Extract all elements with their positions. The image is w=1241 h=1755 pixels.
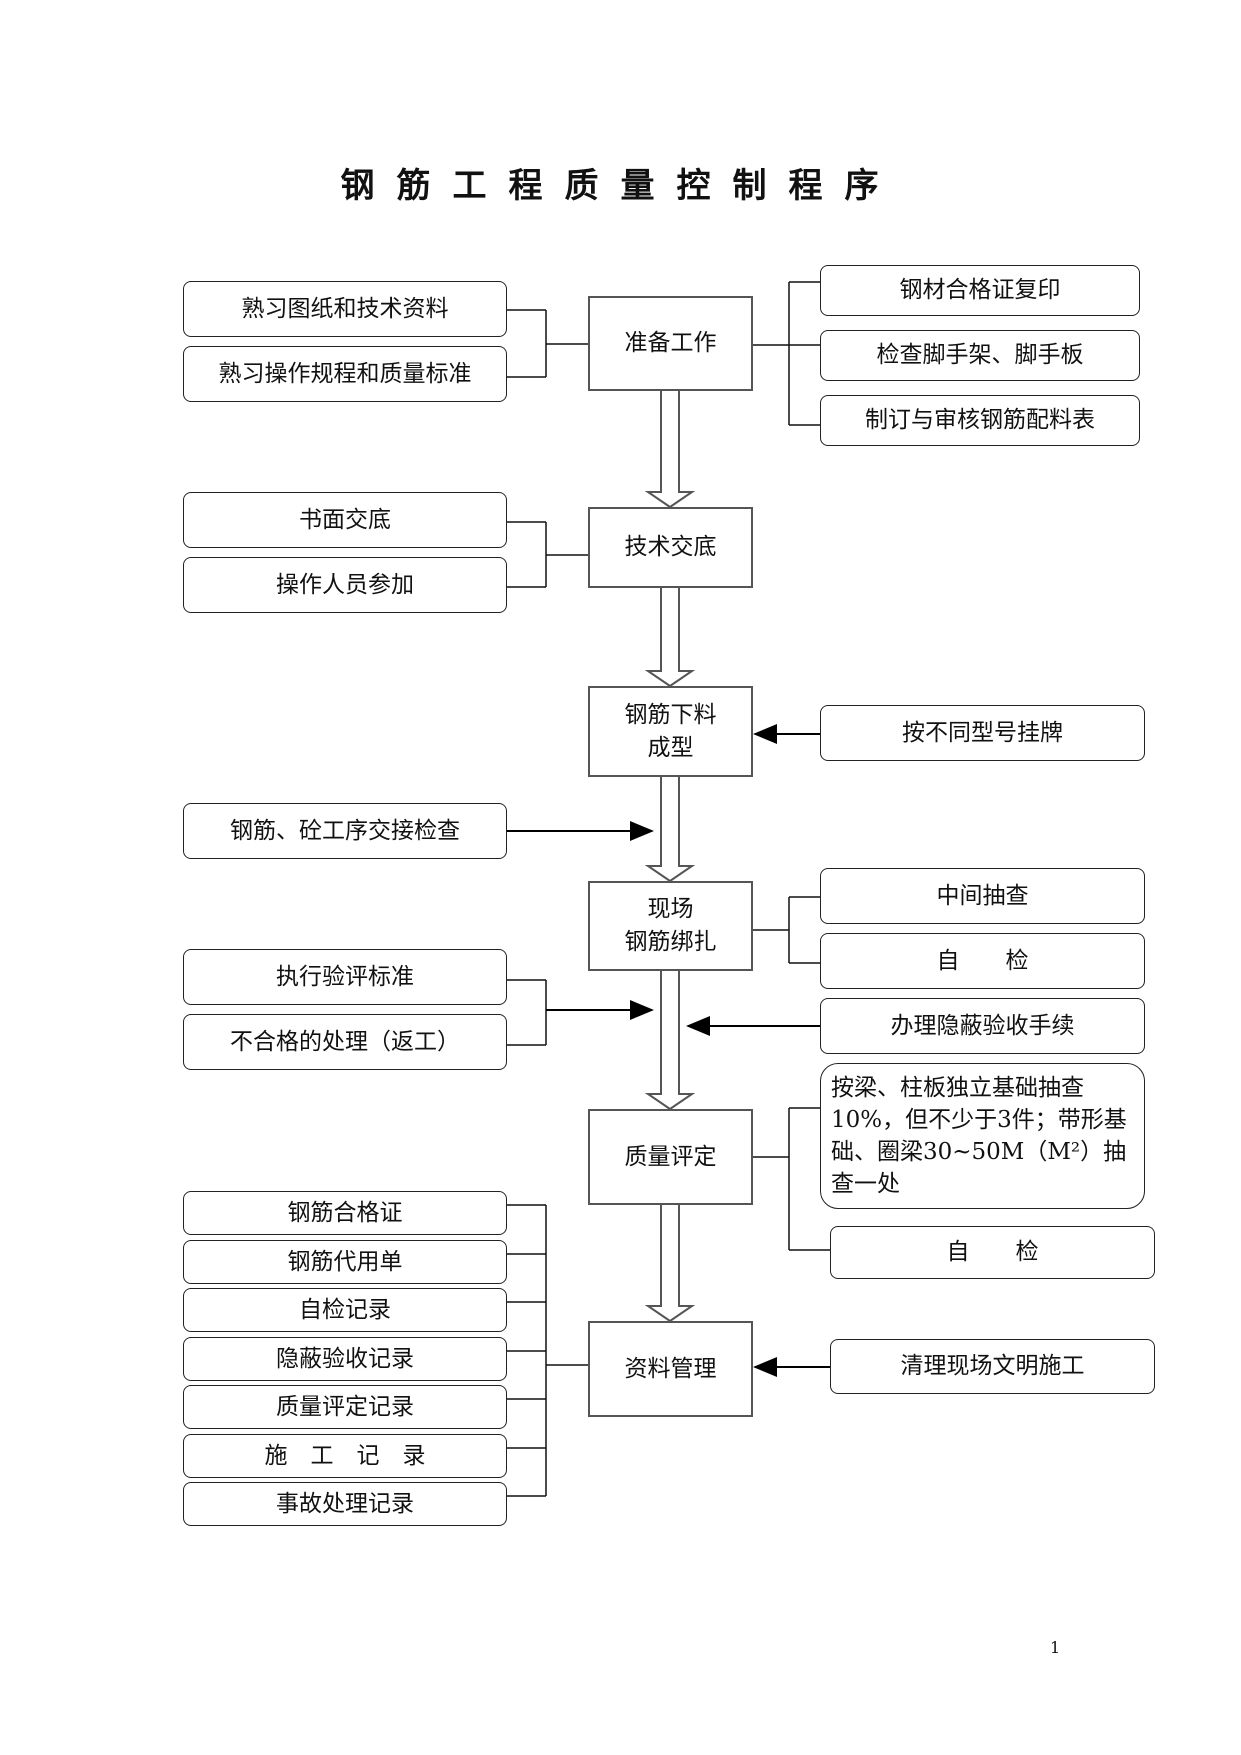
item-label: 中间抽查	[936, 882, 1029, 909]
handover-check-item: 钢筋、砼工序交接检查	[183, 803, 507, 859]
item-label: 隐蔽验收记录	[276, 1345, 414, 1372]
item-label: 事故处理记录	[276, 1490, 414, 1517]
binding-left-item: 不合格的处理（返工）	[183, 1014, 507, 1070]
item-label: 不合格的处理（返工）	[230, 1028, 460, 1055]
item-label: 按不同型号挂牌	[902, 719, 1063, 746]
prep-right-item: 制订与审核钢筋配料表	[820, 395, 1140, 446]
disclosure-left-item: 操作人员参加	[183, 557, 507, 613]
step-label: 准备工作	[624, 330, 717, 356]
step-label: 钢筋下料 成型	[624, 701, 717, 761]
step-preparation: 准备工作	[588, 296, 753, 391]
item-label: 操作人员参加	[276, 571, 414, 598]
step-label: 资料管理	[624, 1355, 717, 1382]
site-cleanup-item: 清理现场文明施工	[830, 1339, 1155, 1394]
evaluation-self-check: 自 检	[830, 1226, 1155, 1279]
item-label: 钢材合格证复印	[899, 277, 1061, 303]
item-label: 质量评定记录	[276, 1393, 414, 1420]
record-item: 隐蔽验收记录	[183, 1337, 507, 1381]
binding-right-item: 自 检	[820, 933, 1145, 989]
item-label: 自 检	[946, 1239, 1039, 1265]
step-cutting-forming: 钢筋下料 成型	[588, 686, 753, 777]
step-label: 技术交底	[624, 534, 717, 560]
item-label: 熟习图纸和技术资料	[241, 295, 449, 322]
prep-left-item: 熟习图纸和技术资料	[183, 281, 507, 337]
binding-left-item: 执行验评标准	[183, 949, 507, 1005]
item-label: 检查脚手架、脚手板	[876, 342, 1084, 368]
item-label: 书面交底	[299, 506, 391, 533]
page-number: 1	[1050, 1638, 1061, 1657]
record-item: 质量评定记录	[183, 1385, 507, 1429]
item-label: 钢筋代用单	[287, 1248, 403, 1275]
record-item: 自检记录	[183, 1288, 507, 1332]
record-item: 事故处理记录	[183, 1482, 507, 1526]
item-label: 办理隐蔽验收手续	[890, 1012, 1075, 1039]
step-label: 质量评定	[624, 1143, 717, 1170]
page-title: 钢筋工程质量控制程序	[340, 166, 901, 206]
prep-left-item: 熟习操作规程和质量标准	[183, 346, 507, 402]
item-label: 制订与审核钢筋配料表	[865, 407, 1095, 433]
item-label: 自 检	[936, 947, 1029, 974]
binding-right-item: 中间抽查	[820, 868, 1145, 924]
step-quality-evaluation: 质量评定	[588, 1109, 753, 1205]
item-label: 熟习操作规程和质量标准	[218, 360, 472, 387]
prep-right-item: 检查脚手架、脚手板	[820, 330, 1140, 381]
concealed-acceptance-item: 办理隐蔽验收手续	[820, 998, 1145, 1054]
step-technical-disclosure: 技术交底	[588, 507, 753, 588]
record-item: 钢筋合格证	[183, 1191, 507, 1235]
step-label: 现场 钢筋绑扎	[624, 896, 717, 955]
item-label: 清理现场文明施工	[900, 1353, 1085, 1379]
disclosure-left-item: 书面交底	[183, 492, 507, 548]
item-label: 钢筋合格证	[287, 1199, 403, 1226]
item-label: 执行验评标准	[276, 963, 414, 990]
sampling-note: 按梁、柱板独立基础抽查10%，但不少于3件；带形基础、圈梁30~50M（M²）抽…	[820, 1063, 1145, 1209]
step-document-management: 资料管理	[588, 1321, 753, 1417]
note-text: 按梁、柱板独立基础抽查10%，但不少于3件；带形基础、圈梁30~50M（M²）抽…	[831, 1075, 1127, 1197]
step-onsite-binding: 现场 钢筋绑扎	[588, 881, 753, 971]
item-label: 钢筋、砼工序交接检查	[230, 817, 460, 844]
item-label: 自检记录	[299, 1296, 391, 1323]
record-item: 施 工 记 录	[183, 1434, 507, 1478]
record-item: 钢筋代用单	[183, 1240, 507, 1284]
cutting-right-item: 按不同型号挂牌	[820, 705, 1145, 761]
prep-right-item: 钢材合格证复印	[820, 265, 1140, 316]
item-label: 施 工 记 录	[264, 1442, 426, 1469]
